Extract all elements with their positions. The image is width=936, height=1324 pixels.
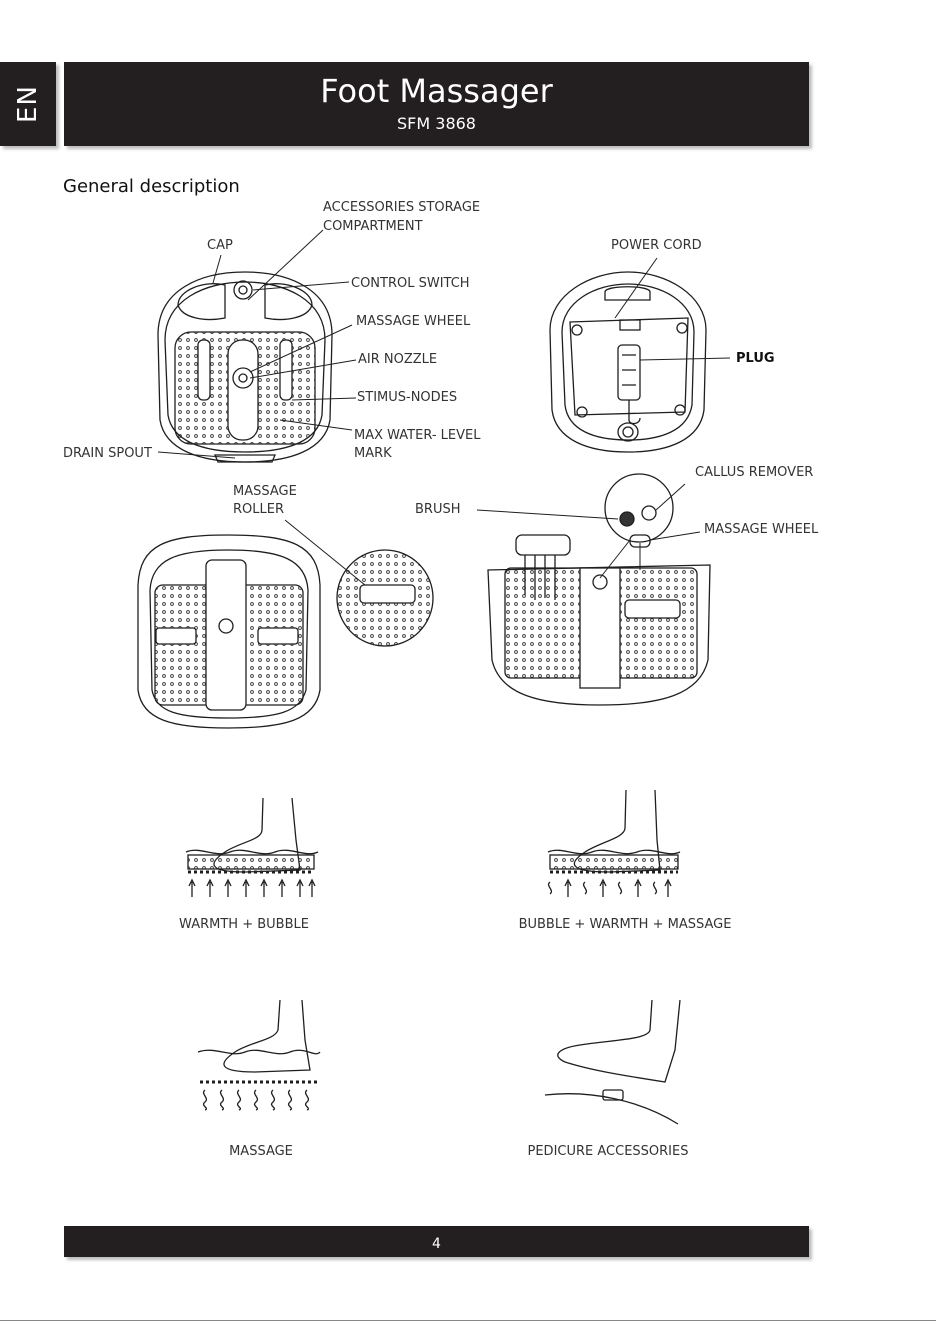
foot-spa-front-view: [137, 534, 434, 729]
label-accessories-storage: ACCESSORIES STORAGE: [323, 200, 481, 215]
header-bar: Foot Massager SFM 3868: [64, 62, 809, 146]
label-massage-wheel-accessory: MASSAGE WHEEL: [704, 522, 819, 537]
label-plug: PLUG: [736, 351, 775, 366]
label-drain-spout: DRAIN SPOUT: [63, 446, 152, 461]
mode-massage-illustration: [197, 999, 321, 1111]
language-tab: EN: [0, 62, 56, 146]
caption-pedicure-accessories: PEDICURE ACCESSORIES: [527, 1144, 689, 1159]
label-control-switch: CONTROL SWITCH: [351, 276, 470, 291]
label-stimus-nodes: STIMUS-NODES: [357, 390, 458, 405]
foot-spa-top-view: [157, 271, 333, 463]
leader-lines: [157, 229, 731, 586]
caption-warmth-bubble: WARMTH + BUBBLE: [179, 917, 309, 932]
label-cap: CAP: [207, 238, 233, 253]
caption-massage: MASSAGE: [229, 1144, 293, 1159]
label-air-nozzle: AIR NOZZLE: [358, 352, 438, 367]
caption-bubble-warmth-massage: BUBBLE + WARMTH + MASSAGE: [518, 917, 732, 932]
label-accessories-storage-line2: COMPARTMENT: [323, 219, 423, 234]
model-number: SFM 3868: [397, 114, 476, 133]
label-callus-remover: CALLUS REMOVER: [695, 465, 814, 480]
label-massage-roller: MASSAGE: [233, 484, 297, 499]
page-title: Foot Massager: [320, 72, 553, 110]
foot-spa-accessories-view: [487, 473, 711, 706]
label-massage-roller-line2: ROLLER: [233, 502, 284, 517]
page-number: 4: [432, 1236, 441, 1252]
foot-spa-bottom-view: [549, 271, 707, 453]
mode-bubble-warmth-massage-illustration: [547, 789, 681, 897]
section-title: General description: [63, 176, 240, 197]
label-massage-wheel: MASSAGE WHEEL: [356, 314, 471, 329]
bottom-rule: [0, 1320, 936, 1321]
label-max-water-level: MAX WATER- LEVEL: [354, 428, 481, 443]
mode-pedicure-accessories-illustration: [544, 999, 681, 1125]
label-power-cord: POWER CORD: [611, 238, 702, 253]
footer-bar: 4: [64, 1226, 809, 1257]
label-brush: BRUSH: [415, 502, 461, 517]
mode-warmth-bubble-illustration: [185, 797, 319, 897]
label-max-water-level-line2: MARK: [354, 446, 392, 461]
